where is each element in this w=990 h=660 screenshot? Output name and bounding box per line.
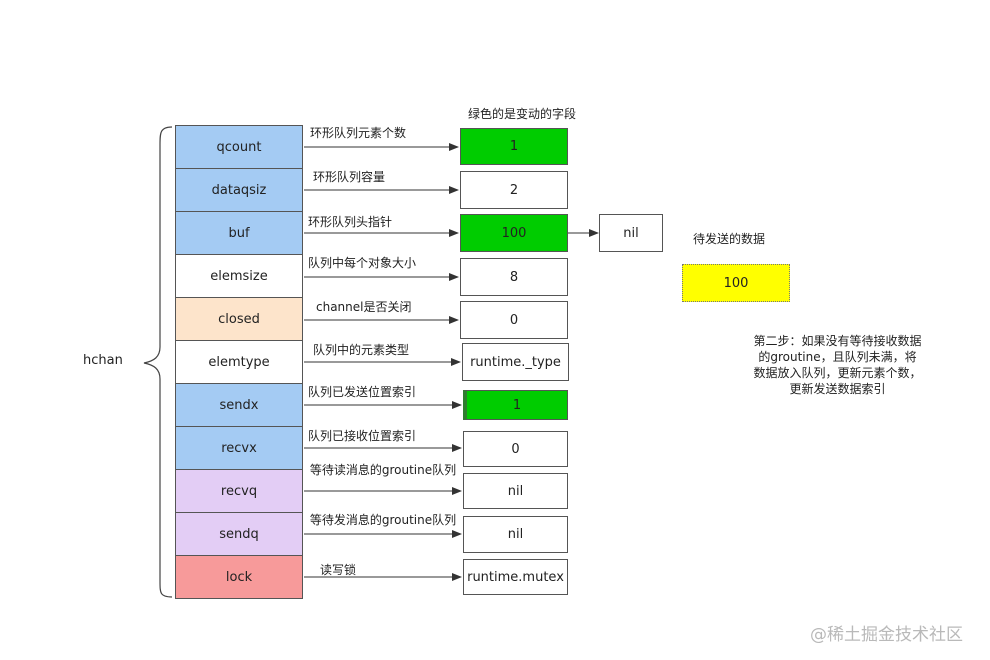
step-note-line: 第二步：如果没有等待接收数据	[753, 334, 922, 348]
desc-sendq: 等待发消息的groutine队列	[309, 513, 457, 527]
field-recvx: recvx	[175, 426, 303, 470]
desc-lock: 读写锁	[320, 563, 357, 577]
field-sendq: sendq	[175, 512, 303, 556]
value-elemsize: 8	[460, 258, 568, 296]
desc-sendx: 队列已发送位置索引	[308, 385, 417, 399]
field-closed: closed	[175, 297, 303, 341]
step-note-line: 的groutine，且队列未满，将	[758, 350, 917, 364]
field-elemtype: elemtype	[175, 340, 303, 384]
desc-dataqsiz: 环形队列容量	[313, 170, 386, 184]
value-elemtype: runtime._type	[462, 343, 569, 381]
desc-recvx: 队列已接收位置索引	[308, 429, 417, 443]
value-lock: runtime.mutex	[463, 559, 568, 595]
field-sendx: sendx	[175, 383, 303, 427]
header-note: 绿色的是变动的字段	[468, 107, 577, 121]
desc-qcount: 环形队列元素个数	[310, 126, 407, 140]
value-closed: 0	[460, 301, 568, 339]
desc-recvq: 等待读消息的groutine队列	[309, 463, 457, 477]
buf-target-nil: nil	[599, 214, 663, 252]
desc-elemtype: 队列中的元素类型	[313, 343, 410, 357]
field-lock: lock	[175, 555, 303, 599]
field-qcount: qcount	[175, 125, 303, 169]
value-sendx: 1	[463, 390, 568, 420]
struct-name: hchan	[83, 353, 123, 368]
struct-brace	[143, 126, 173, 598]
value-recvx: 0	[463, 431, 568, 467]
desc-elemsize: 队列中每个对象大小	[308, 256, 417, 270]
step-note-line: 数据放入队列，更新元素个数，	[753, 366, 922, 380]
pending-label: 待发送的数据	[693, 232, 766, 246]
step-note: 第二步：如果没有等待接收数据 的groutine，且队列未满，将 数据放入队列，…	[730, 333, 945, 397]
value-sendq: nil	[463, 516, 568, 553]
step-note-line: 更新发送数据索引	[789, 382, 886, 396]
value-recvq: nil	[463, 473, 568, 509]
pending-value: 100	[682, 264, 790, 302]
watermark: @稀土掘金技术社区	[810, 625, 963, 645]
value-dataqsiz: 2	[460, 171, 568, 209]
desc-closed: channel是否关闭	[316, 300, 412, 314]
value-buf: 100	[460, 214, 568, 252]
desc-buf: 环形队列头指针	[308, 215, 393, 229]
field-dataqsiz: dataqsiz	[175, 168, 303, 212]
value-qcount: 1	[460, 128, 568, 165]
